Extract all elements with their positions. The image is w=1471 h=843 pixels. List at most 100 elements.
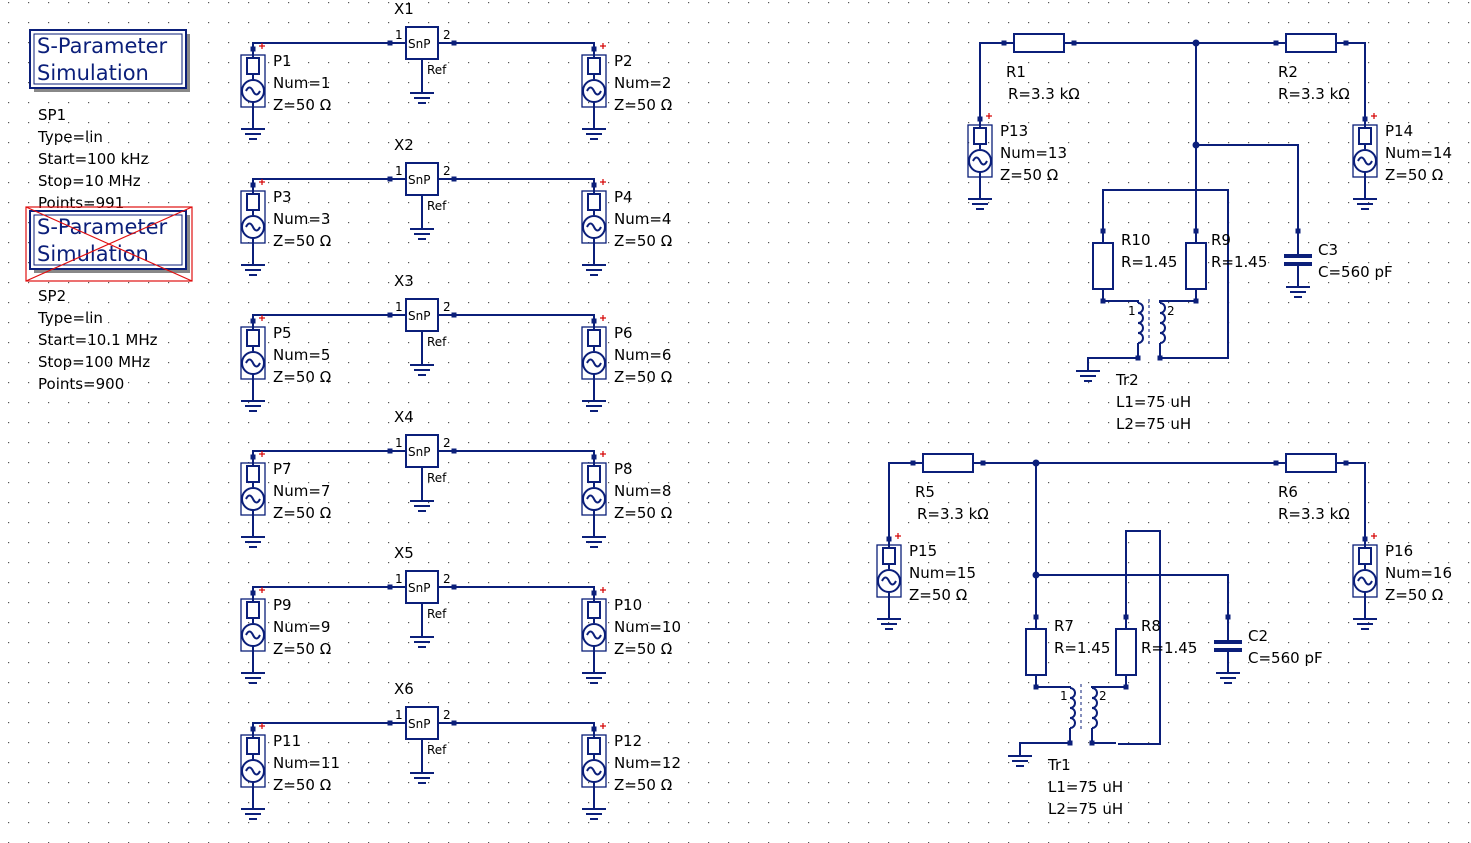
port-num: Num=14 bbox=[1385, 144, 1452, 162]
pin-number: 1 bbox=[1060, 689, 1068, 703]
transformer-name: Tr1 bbox=[1047, 756, 1071, 774]
pin-marker bbox=[1067, 740, 1073, 746]
pin-number: 1 bbox=[395, 300, 403, 314]
pin-number: 2 bbox=[443, 164, 451, 178]
port-name: P3 bbox=[273, 188, 292, 206]
sine-icon bbox=[586, 86, 602, 96]
sim-param: Start=100 kHz bbox=[38, 150, 149, 168]
sine-icon bbox=[1357, 156, 1373, 166]
ground-icon bbox=[1353, 191, 1377, 210]
wire bbox=[1346, 462, 1366, 539]
ground-icon bbox=[410, 629, 434, 648]
port-num: Num=3 bbox=[273, 210, 330, 228]
capacitor[interactable] bbox=[1214, 614, 1242, 684]
pin-marker bbox=[1157, 355, 1163, 361]
port-name: P9 bbox=[273, 596, 292, 614]
port-resistor-icon bbox=[1358, 547, 1372, 565]
port-num: Num=16 bbox=[1385, 564, 1452, 582]
capacitor[interactable] bbox=[1284, 228, 1312, 298]
port-impedance: Z=50 Ω bbox=[273, 232, 331, 250]
resistor-icon bbox=[1025, 628, 1047, 676]
resistor-name: R7 bbox=[1054, 617, 1074, 635]
port-name: P7 bbox=[273, 460, 292, 478]
wire bbox=[454, 314, 595, 319]
port-num: Num=4 bbox=[614, 210, 671, 228]
snp-label: SnP bbox=[408, 309, 430, 323]
sim-param: Stop=10 MHz bbox=[38, 172, 141, 190]
resistor-value: R=3.3 kΩ bbox=[1278, 85, 1350, 103]
port-num: Num=12 bbox=[614, 754, 681, 772]
pin-marker bbox=[1089, 740, 1095, 746]
wire bbox=[454, 42, 595, 47]
ground-icon bbox=[410, 357, 434, 376]
series-resistor-right[interactable] bbox=[1273, 453, 1349, 473]
port-num: Num=15 bbox=[909, 564, 976, 582]
port-name: P6 bbox=[614, 324, 633, 342]
port-impedance: Z=50 Ω bbox=[273, 368, 331, 386]
port-impedance: Z=50 Ω bbox=[614, 232, 672, 250]
sparam-sim-block[interactable]: S-ParameterSimulationSP2Type=linStart=10… bbox=[25, 206, 193, 393]
block-inner-frame bbox=[33, 214, 183, 266]
snp-label: SnP bbox=[408, 173, 430, 187]
sim-param: Start=10.1 MHz bbox=[38, 331, 158, 349]
ground-icon bbox=[582, 529, 606, 548]
wire bbox=[252, 586, 390, 591]
wire bbox=[1019, 728, 1071, 748]
resistor-icon bbox=[1115, 628, 1137, 676]
wire bbox=[1346, 42, 1366, 119]
disabled-frame bbox=[25, 206, 193, 282]
shunt-resistor[interactable] bbox=[1092, 228, 1114, 304]
resistor-icon bbox=[1013, 33, 1065, 53]
series-resistor-left[interactable] bbox=[1001, 33, 1077, 53]
sine-icon bbox=[245, 630, 261, 640]
port-name: P5 bbox=[273, 324, 292, 342]
shunt-resistor[interactable] bbox=[1025, 614, 1047, 690]
resistor-name: R8 bbox=[1141, 617, 1161, 635]
port-impedance: Z=50 Ω bbox=[614, 776, 672, 794]
resistor-name: R5 bbox=[915, 483, 935, 501]
port-name: P1 bbox=[273, 52, 292, 70]
shunt-resistor[interactable] bbox=[1185, 228, 1207, 304]
port-resistor-icon bbox=[587, 465, 601, 483]
port-name: P8 bbox=[614, 460, 633, 478]
port-resistor-icon bbox=[246, 193, 260, 211]
ref-label: Ref bbox=[427, 63, 447, 77]
wire bbox=[252, 42, 390, 47]
pin-marker bbox=[1135, 355, 1141, 361]
port-impedance: Z=50 Ω bbox=[273, 96, 331, 114]
series-resistor-right[interactable] bbox=[1273, 33, 1349, 53]
port-resistor-icon bbox=[246, 465, 260, 483]
ground-icon bbox=[877, 611, 901, 630]
port-resistor-icon bbox=[587, 193, 601, 211]
wire bbox=[1036, 574, 1161, 745]
resistor-name: R1 bbox=[1006, 63, 1026, 81]
sine-icon bbox=[586, 630, 602, 640]
